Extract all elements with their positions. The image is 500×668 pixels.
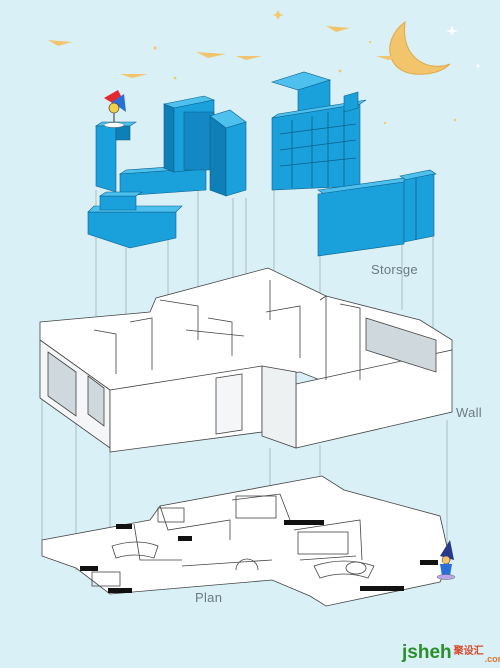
floor-plan — [41, 475, 451, 607]
storage-sideboard-right — [317, 169, 437, 257]
storage-wardrobe-center — [162, 95, 247, 197]
figure-bird-icon — [103, 90, 126, 128]
plan-label: Plan — [195, 590, 223, 605]
storage-furniture — [87, 71, 437, 257]
figure-wizard-icon — [436, 540, 456, 580]
storage-bookshelf-right — [270, 71, 367, 191]
logo-domain-text: .com — [484, 654, 500, 664]
walls-model — [39, 267, 453, 453]
wall-label: Wall — [456, 405, 482, 420]
paper-plane-icons — [48, 26, 404, 78]
storage-label: Storsge — [371, 262, 418, 277]
logo-chinese-text: 聚设汇 — [453, 646, 484, 657]
logo-main-text: jsheh — [402, 642, 452, 663]
star-icons — [153, 10, 480, 125]
crescent-moon-icon — [389, 20, 451, 75]
sky-decoration — [48, 10, 480, 125]
